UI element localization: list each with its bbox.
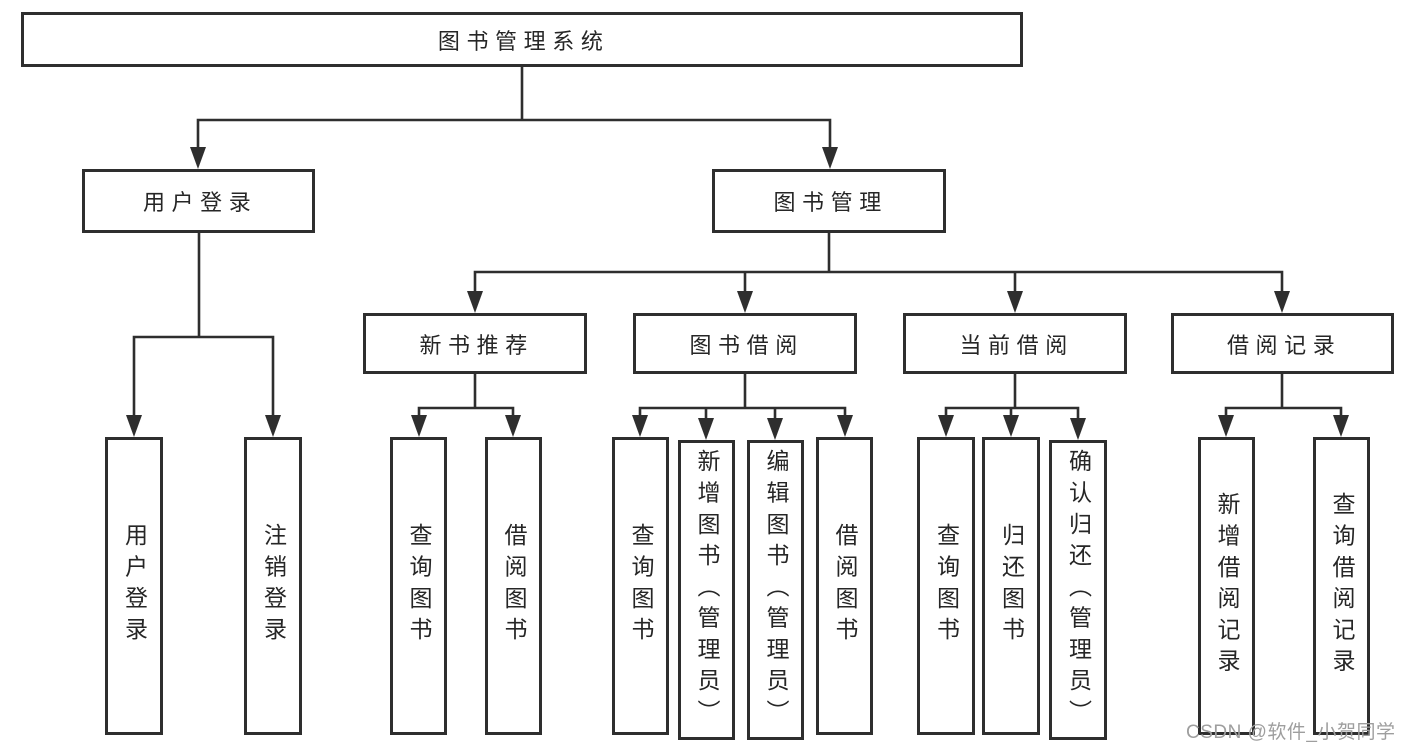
node-current-borrowing: 当前借阅: [903, 313, 1127, 374]
arrowhead-icon: [190, 147, 206, 169]
node-new-book-recommend: 新书推荐: [363, 313, 587, 374]
node-book-borrowing: 图书借阅: [633, 313, 857, 374]
edge-book-management-to-level2: [467, 231, 1290, 313]
node-label: 当前借阅: [959, 332, 1074, 358]
edge-user-login-to-leaves: [126, 231, 281, 437]
node-label: 图书管理: [773, 190, 888, 215]
leaf-add-borrow-record: 新增借阅记录: [1198, 437, 1255, 735]
arrowhead-icon: [411, 415, 427, 437]
node-label: 归还图书: [998, 523, 1025, 649]
node-book-management: 图书管理: [712, 169, 946, 233]
edge-segment: [196, 65, 832, 154]
node-label: 借阅图书: [501, 523, 527, 649]
edge-borrowing-records-to-leaves: [1218, 372, 1349, 437]
edge-root-to-level1: [190, 65, 838, 169]
leaf-confirm-return-admin: 确认归还（管理员）: [1049, 440, 1107, 740]
arrowhead-icon: [767, 418, 783, 440]
arrowhead-icon: [467, 291, 483, 313]
leaf-return-book: 归还图书: [982, 437, 1040, 735]
arrowhead-icon: [1007, 291, 1023, 313]
edge-segment: [1224, 372, 1343, 422]
arrowhead-icon: [938, 415, 954, 437]
arrowhead-icon: [632, 415, 648, 437]
edge-new-book-recommend-to-leaves: [411, 372, 521, 437]
leaf-query-borrow-record: 查询借阅记录: [1313, 437, 1370, 735]
node-library-system: 图书管理系统: [21, 12, 1023, 67]
node-label: 新书推荐: [419, 332, 534, 358]
leaf-query-books-current: 查询图书: [917, 437, 975, 735]
node-borrowing-records: 借阅记录: [1171, 313, 1394, 374]
edge-book-borrowing-to-leaves: [632, 372, 853, 440]
node-label: 借阅记录: [1226, 332, 1342, 358]
edge-segment: [473, 231, 1284, 298]
edge-segment: [638, 372, 847, 425]
arrowhead-icon: [1218, 415, 1234, 437]
arrowhead-icon: [1274, 291, 1290, 313]
node-label: 注销登录: [260, 523, 287, 649]
arrowhead-icon: [1070, 418, 1086, 440]
node-user-login: 用户登录: [82, 169, 315, 233]
leaf-edit-book-admin: 编辑图书（管理员）: [747, 440, 804, 740]
arrowhead-icon: [126, 415, 142, 437]
leaf-user-login: 用户登录: [105, 437, 163, 735]
node-label: 用户登录: [121, 523, 148, 649]
node-label: 确认归还（管理员）: [1065, 449, 1092, 731]
leaf-borrow-books-borrowing: 借阅图书: [816, 437, 873, 735]
node-label: 新增借阅记录: [1214, 492, 1240, 680]
node-label: 编辑图书（管理员）: [763, 449, 789, 731]
arrowhead-icon: [698, 418, 714, 440]
arrowhead-icon: [505, 415, 521, 437]
arrowhead-icon: [1333, 415, 1349, 437]
leaf-query-books-borrowing: 查询图书: [612, 437, 669, 735]
leaf-borrow-books-recommend: 借阅图书: [485, 437, 542, 735]
node-label: 图书管理系统: [437, 28, 610, 54]
edge-segment: [132, 231, 275, 422]
arrowhead-icon: [265, 415, 281, 437]
arrowhead-icon: [737, 291, 753, 313]
node-label: 用户登录: [142, 190, 258, 215]
leaf-query-books-recommend: 查询图书: [390, 437, 447, 735]
arrowhead-icon: [1003, 415, 1019, 437]
edge-segment: [417, 372, 515, 422]
node-label: 查询图书: [933, 523, 960, 649]
edge-segment: [944, 372, 1080, 425]
node-label: 查询借阅记录: [1329, 492, 1355, 680]
leaf-logout: 注销登录: [244, 437, 302, 735]
node-label: 图书借阅: [689, 332, 804, 358]
node-label: 查询图书: [628, 523, 654, 649]
arrowhead-icon: [837, 415, 853, 437]
node-label: 新增图书（管理员）: [694, 449, 720, 731]
node-label: 查询图书: [406, 523, 432, 649]
node-label: 借阅图书: [832, 523, 858, 649]
leaf-add-book-admin: 新增图书（管理员）: [678, 440, 735, 740]
csdn-watermark: CSDN @软件_小贺同学: [1186, 722, 1396, 743]
arrowhead-icon: [822, 147, 838, 169]
edge-current-borrowing-to-leaves: [938, 372, 1086, 440]
